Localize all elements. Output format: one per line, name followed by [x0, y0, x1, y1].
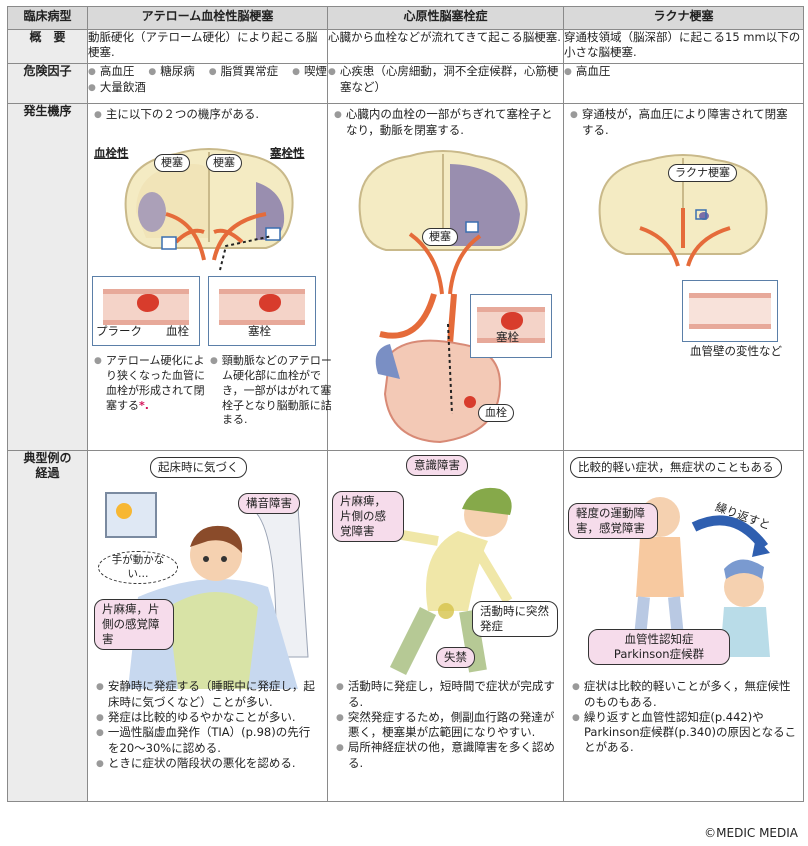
heart-brain-illustration — [358, 150, 528, 444]
mechanism-c3: 穿通枝が，高血圧により障害されて閉塞する. ラクナ梗塞 血管壁の変性など — [563, 103, 804, 451]
risk-item: 喫煙 — [292, 64, 327, 80]
label-vessel-change: 血管壁の変性など — [690, 344, 782, 358]
header-cardioembolic: 心原性脳塞栓症 — [327, 6, 564, 30]
label-thrombus: 血栓 — [166, 324, 189, 338]
bubble-incontinence: 失禁 — [436, 647, 475, 668]
bubble-sudden: 活動時に突然発症 — [472, 601, 558, 637]
overview-row: 概 要 動脈硬化（アテローム硬化）により起こる脳梗塞. 心臓から血栓などが流れて… — [7, 29, 804, 64]
risk-c1: 高血圧 糖尿病 脂質異常症 喫煙 大量飲酒 — [87, 63, 328, 104]
header-clinical-type: 臨床病型 — [7, 6, 88, 30]
tag-thrombus: 血栓 — [478, 404, 514, 423]
copyright: ©MEDIC MEDIA — [704, 826, 798, 840]
bubble-dysarthria: 構音障害 — [238, 493, 300, 514]
label-thrombotic: 血栓性 — [94, 146, 129, 160]
bubble-consciousness: 意識障害 — [406, 455, 468, 476]
embolus-vessel-box — [208, 276, 316, 346]
mechanism-c1: 主に以下の２つの機序がある. 血栓性 塞栓性 梗塞 梗塞 プラーク 血栓 — [87, 103, 332, 451]
tag-infarct-2: 梗塞 — [206, 154, 242, 173]
overview-c3: 穿通枝領域（脳深部）に起こる15 mm以下の小さな脳梗塞. — [563, 29, 804, 64]
mech-text-right: 頸動脈などのアテローム硬化部に血栓ができ，一部がはがれて塞栓子となり脳動脈に詰ま… — [210, 354, 334, 428]
bubble-mild: 比較的軽い症状，無症状のこともある — [570, 457, 782, 478]
vessel-change-box — [682, 280, 778, 342]
tag-infarct-1: 梗塞 — [154, 154, 190, 173]
bubble-hemi-c2: 片麻痺，片側の感覚障害 — [332, 491, 404, 542]
risk-item: 糖尿病 — [148, 64, 195, 80]
risk-item: 高血圧 — [88, 64, 135, 80]
course-c1: 起床時に気づく 構音障害 手が動かない… 片麻痺，片側の感覚障害 安静時に発症す… — [87, 450, 328, 802]
mechanism-c2: 心臓内の血栓の一部がちぎれて塞栓子となり，動脈を閉塞する. 梗塞 塞栓 血栓 — [327, 103, 564, 451]
risk-c3: 高血圧 — [563, 63, 804, 104]
header-lacunar: ラクナ梗塞 — [563, 6, 804, 30]
risk-item: 大量飲酒 — [88, 80, 146, 96]
course-c3-points: 症状は比較的軽いことが多く，無症候性のものもある. 繰り返すと血管性認知症(p.… — [572, 679, 797, 755]
course-row: 典型例の経過 起床時に気づく 構音障害 手が動かない… 片麻痺，片側の感覚障害 … — [7, 450, 804, 802]
label-embolus-c2: 塞栓 — [496, 330, 519, 344]
course-c3: 比較的軽い症状，無症状のこともある 軽度の運動障害，感覚障害 繰り返すと 血管性… — [563, 450, 804, 802]
plaque-vessel-box — [92, 276, 200, 346]
tag-lacunar: ラクナ梗塞 — [668, 164, 737, 183]
tag-infarct: 梗塞 — [422, 228, 458, 247]
risk-label: 危険因子 — [7, 63, 88, 104]
risk-row: 危険因子 高血圧 糖尿病 脂質異常症 喫煙 大量飲酒 心疾患（心房細動，洞不全症… — [7, 63, 804, 104]
overview-c1: 動脈硬化（アテローム硬化）により起こる脳梗塞. — [87, 29, 328, 64]
bubble-vascular-dementia: 血管性認知症 Parkinson症候群 — [588, 629, 730, 665]
label-embolic: 塞栓性 — [270, 146, 305, 160]
bubble-hand: 手が動かない… — [98, 551, 178, 585]
label-plaque: プラーク — [96, 324, 142, 338]
course-label: 典型例の経過 — [7, 450, 88, 802]
stroke-type-table: 臨床病型 アテローム血栓性脳梗塞 心原性脳塞栓症 ラクナ梗塞 概 要 動脈硬化（… — [7, 6, 804, 802]
label-embolus: 塞栓 — [248, 324, 271, 338]
course-c2-points: 活動時に発症し，短時間で症状が完成する. 突然発症するため，側副血行路の発達が悪… — [336, 679, 557, 771]
embolus-vessel-box-c2 — [470, 294, 552, 358]
overview-c2: 心臓から血栓などが流れてきて起こる脳梗塞. — [327, 29, 564, 64]
bubble-hemi: 片麻痺，片側の感覚障害 — [94, 599, 174, 650]
risk-item: 脂質異常症 — [209, 64, 279, 80]
header-row: 臨床病型 アテローム血栓性脳梗塞 心原性脳塞栓症 ラクナ梗塞 — [7, 6, 804, 30]
bubble-mild-motor: 軽度の運動障害，感覚障害 — [568, 503, 658, 539]
bubble-wake: 起床時に気づく — [150, 457, 247, 478]
overview-label: 概 要 — [7, 29, 88, 64]
mechanism-row: 発生機序 主に以下の２つの機序がある. 血栓性 塞栓性 梗塞 梗塞 プ — [7, 103, 804, 451]
course-c1-points: 安静時に発症する（睡眠中に発症し，起床時に気づくなど）ことが多い. 発症は比較的… — [96, 679, 321, 772]
header-atherothrombotic: アテローム血栓性脳梗塞 — [87, 6, 328, 30]
mechanism-label: 発生機序 — [7, 103, 88, 451]
mech-text-left: アテローム硬化により狭くなった血管に血栓が形成されて閉塞する*. — [94, 354, 214, 413]
course-c2: 意識障害 片麻痺，片側の感覚障害 活動時に突然発症 失禁 活動時に発症し，短時間… — [327, 450, 564, 802]
collapsing-person-illustration — [377, 487, 513, 676]
risk-c2: 心疾患（心房細動，洞不全症候群，心筋梗塞など） — [327, 63, 564, 104]
